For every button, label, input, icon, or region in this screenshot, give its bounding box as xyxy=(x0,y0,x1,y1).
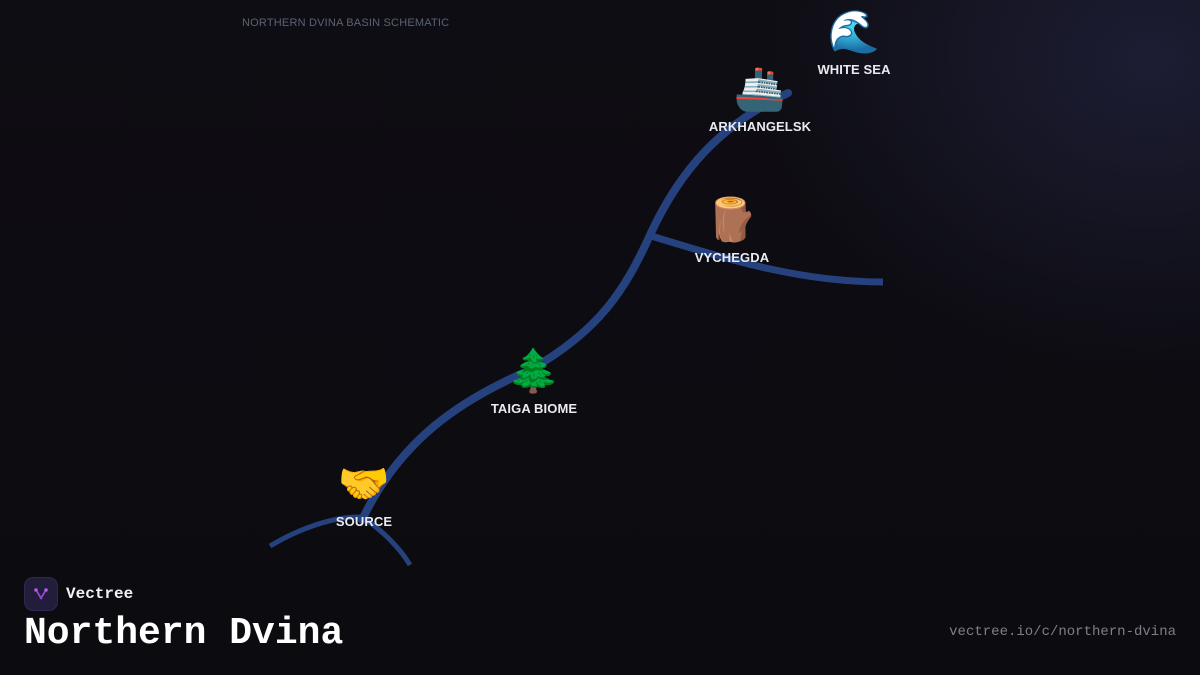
vectree-logo-icon xyxy=(24,577,58,611)
handshake-icon: 🤝 xyxy=(337,460,391,507)
river-main-channel xyxy=(358,89,792,524)
node-white-sea[interactable]: 🌊 WHITE SEA xyxy=(774,8,934,77)
river-source-left-branch xyxy=(268,514,363,549)
node-taiga-biome[interactable]: 🌲 TAIGA BIOME xyxy=(454,347,614,416)
river-vychegda-tributary xyxy=(646,231,884,286)
node-label-vychegda: VYCHEGDA xyxy=(694,250,770,265)
schematic-title: NORTHERN DVINA BASIN SCHEMATIC xyxy=(242,17,450,29)
node-label-taiga-biome: TAIGA BIOME xyxy=(490,401,578,416)
brand[interactable]: Vectree xyxy=(24,577,133,611)
brand-name: Vectree xyxy=(66,585,134,603)
river-source-right-branch xyxy=(360,514,413,567)
page-title: Northern Dvina xyxy=(24,612,344,655)
node-source[interactable]: 🤝 SOURCE xyxy=(284,460,444,529)
node-label-source: SOURCE xyxy=(335,514,393,529)
ship-icon: 🚢 xyxy=(733,65,787,112)
page-url[interactable]: vectree.io/c/northern-dvina xyxy=(949,624,1176,640)
node-label-white-sea: WHITE SEA xyxy=(817,62,891,77)
node-arkhangelsk[interactable]: 🚢 ARKHANGELSK xyxy=(680,65,840,134)
log-icon: 🪵 xyxy=(705,196,759,243)
node-label-arkhangelsk: ARKHANGELSK xyxy=(708,119,812,134)
wave-icon: 🌊 xyxy=(827,8,881,55)
node-vychegda[interactable]: 🪵 VYCHEGDA xyxy=(652,196,812,265)
evergreen-tree-icon: 🌲 xyxy=(507,347,561,394)
